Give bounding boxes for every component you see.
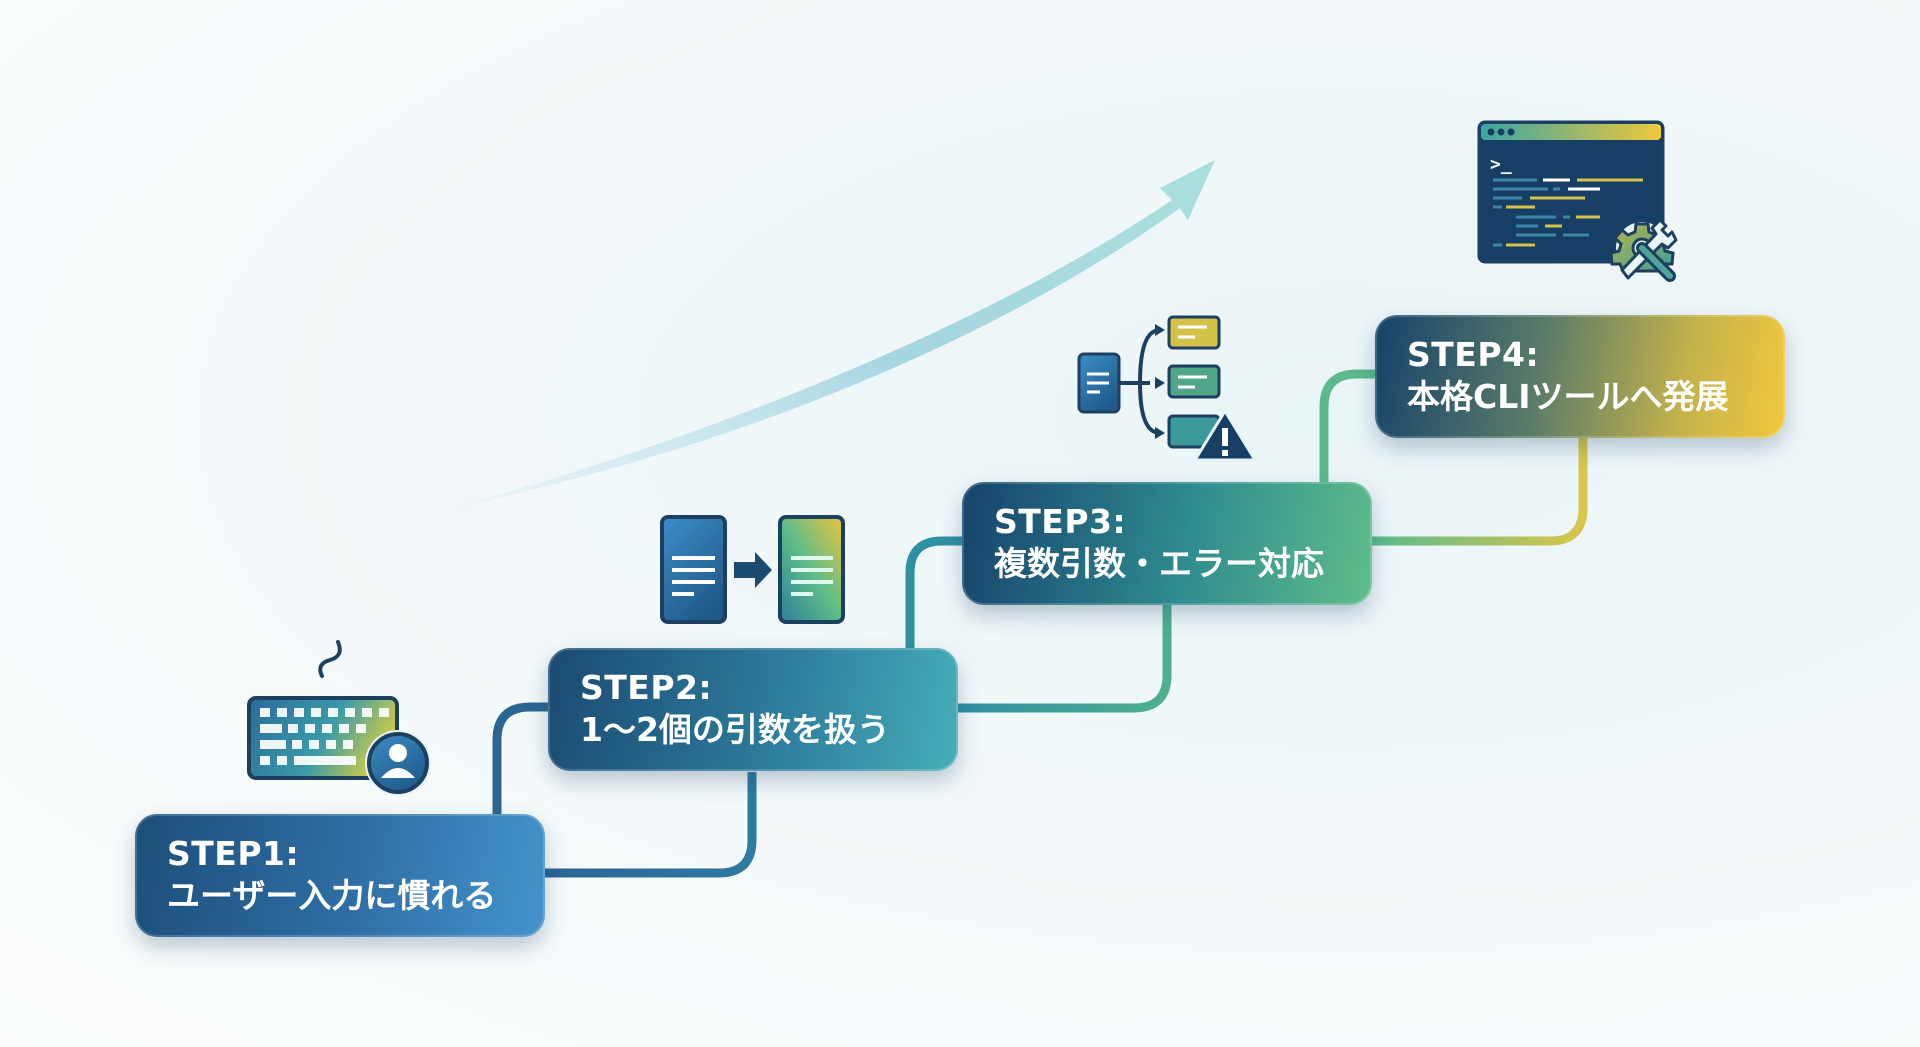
connector-step2-step3	[905, 536, 962, 648]
growth-arrow-icon	[455, 160, 1215, 507]
step-1-card[interactable]: STEP1: ユーザー入力に慣れる	[135, 814, 545, 937]
step-3-description: 複数引数・エラー対応	[994, 544, 1324, 583]
connector-step2-step1	[545, 772, 757, 878]
step-1-description: ユーザー入力に慣れる	[167, 876, 497, 915]
branching-error-icon	[1077, 315, 1257, 462]
keyboard-user-icon	[247, 640, 431, 796]
connector-step1-step2	[492, 702, 548, 814]
step-4-label: STEP4:	[1407, 335, 1540, 374]
step-4-card[interactable]: STEP4: 本格CLIツールへ発展	[1375, 315, 1785, 438]
terminal-tools-icon: >_	[1477, 120, 1678, 282]
document-transform-icon	[660, 515, 845, 624]
step-1-label: STEP1:	[167, 834, 300, 873]
step-4-description: 本格CLIツールへ発展	[1407, 377, 1729, 416]
connector-step4-step3	[1372, 437, 1588, 546]
step-2-description: 1〜2個の引数を扱う	[580, 710, 890, 749]
connector-step3-step2	[958, 605, 1172, 713]
step-2-card[interactable]: STEP2: 1〜2個の引数を扱う	[548, 648, 958, 771]
step-3-label: STEP3:	[994, 502, 1127, 541]
step-2-label: STEP2:	[580, 668, 713, 707]
terminal-prompt: >_	[1490, 154, 1512, 175]
step-3-card[interactable]: STEP3: 複数引数・エラー対応	[962, 482, 1372, 605]
gear-wrench-icon	[1609, 218, 1678, 282]
connector-step3-step4	[1319, 369, 1375, 482]
